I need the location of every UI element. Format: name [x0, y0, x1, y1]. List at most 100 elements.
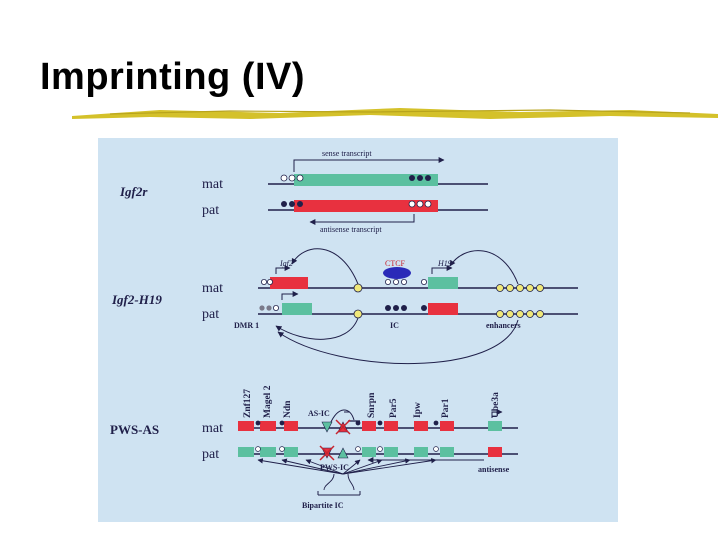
unmethylated-cpg — [378, 447, 383, 452]
unmethylated-cpg — [385, 279, 390, 284]
h19-mat-box — [428, 277, 458, 289]
gene-par5-label: Par5 — [389, 398, 399, 418]
pws-as-pat-label: pat — [202, 447, 219, 462]
igf2-h19-gene-label: Igf2-H19 — [111, 292, 162, 307]
antisense-transcript-label: antisense transcript — [320, 225, 382, 234]
unmethylated-cpg — [401, 279, 406, 284]
pat-gene-box — [384, 447, 398, 457]
ctcf-label: CTCF — [385, 259, 406, 268]
methylated-cpg — [425, 175, 431, 181]
mat-gene-box — [238, 421, 254, 431]
igf2r-pat-label: pat — [202, 203, 219, 218]
h19-pat-box — [428, 303, 458, 315]
methylated-cpg — [297, 201, 303, 207]
methylated-cpg — [401, 305, 407, 311]
methylated-cpg — [393, 305, 399, 311]
methylated-cpg — [385, 305, 391, 311]
igf2-pat-box — [282, 303, 312, 315]
mat-gene-box — [284, 421, 298, 431]
mat-gene-box — [414, 421, 428, 431]
insulator-element — [354, 284, 362, 292]
unmethylated-cpg — [267, 279, 272, 284]
bipartite-ic-label: Bipartite IC — [302, 501, 344, 510]
igf2-h19-mat-label: mat — [202, 281, 223, 296]
mat-gene-box — [440, 421, 454, 431]
pat-gene-box — [284, 447, 298, 457]
igf2r-pat-red-box — [294, 200, 438, 212]
igf2r-mat-green-box — [294, 174, 438, 186]
enhancer — [497, 311, 504, 318]
pws-as-gene-label: PWS-AS — [110, 422, 159, 437]
figure-background — [98, 138, 618, 522]
unmethylated-cpg — [273, 305, 278, 310]
unmethylated-cpg — [417, 201, 423, 207]
methylated-cpg — [434, 421, 439, 426]
enhancer — [537, 285, 544, 292]
imprinting-figure: Igf2r mat pat sense transcript antisense… — [98, 138, 618, 522]
enhancer — [537, 311, 544, 318]
methylated-cpg — [256, 421, 261, 426]
methylated-cpg — [280, 421, 285, 426]
sense-transcript-label: sense transcript — [322, 149, 372, 158]
gene-magel2-label: Magel 2 — [263, 385, 273, 418]
igf2-label: Igf2 — [279, 259, 293, 268]
igf2r-gene-label: Igf2r — [119, 184, 148, 199]
pat-gene-box — [260, 447, 276, 457]
pws-antisense-label: antisense — [478, 465, 510, 474]
unmethylated-cpg — [425, 201, 431, 207]
dmr1-cpg — [259, 305, 264, 310]
gene-ipw-label: Ipw — [413, 402, 423, 418]
pws-as-mat-label: mat — [202, 421, 223, 436]
methylated-cpg — [417, 175, 423, 181]
methylated-cpg — [289, 201, 295, 207]
igf2-h19-pat-label: pat — [202, 307, 219, 322]
unmethylated-cpg — [421, 279, 426, 284]
unmethylated-cpg — [289, 175, 295, 181]
as-ic-label: AS-IC — [308, 409, 330, 418]
insulator-element — [354, 310, 362, 318]
enhancer — [497, 285, 504, 292]
methylated-cpg — [421, 305, 427, 311]
unmethylated-cpg — [409, 201, 415, 207]
unmethylated-cpg — [280, 447, 285, 452]
ube3a-mat-box — [488, 421, 502, 431]
dmr1-cpg — [266, 305, 271, 310]
mat-gene-box — [260, 421, 276, 431]
mat-gene-box — [384, 421, 398, 431]
methylated-cpg — [356, 421, 361, 426]
unmethylated-cpg — [281, 175, 287, 181]
h19-label: H19 — [437, 259, 452, 268]
enhancer — [517, 285, 524, 292]
methylated-cpg — [409, 175, 415, 181]
unmethylated-cpg — [297, 175, 303, 181]
enhancer — [527, 311, 534, 318]
gene-snrpn-label: Snrpn — [367, 392, 377, 418]
mat-gene-box — [362, 421, 376, 431]
igf2-mat-box — [270, 277, 308, 289]
pat-gene-box — [414, 447, 428, 457]
unmethylated-cpg — [356, 447, 361, 452]
title-underline — [70, 104, 720, 122]
gene-znf127-label: Znf127 — [243, 389, 253, 418]
ctcf-protein — [383, 267, 411, 279]
unmethylated-cpg — [256, 447, 261, 452]
ube3a-pat-box — [488, 447, 502, 457]
enhancer — [507, 285, 514, 292]
unmethylated-cpg — [261, 279, 266, 284]
igf2r-mat-label: mat — [202, 177, 223, 192]
pat-gene-box — [440, 447, 454, 457]
enhancer — [527, 285, 534, 292]
ic-label: IC — [390, 321, 399, 330]
methylated-cpg — [281, 201, 287, 207]
gene-par1-label: Par1 — [441, 398, 451, 418]
pat-gene-box — [362, 447, 376, 457]
unmethylated-cpg — [393, 279, 398, 284]
gene-ndn-label: Ndn — [283, 400, 293, 418]
dmr1-label: DMR 1 — [234, 321, 259, 330]
enhancer — [507, 311, 514, 318]
methylated-cpg — [378, 421, 383, 426]
slide-title: Imprinting (IV) — [40, 56, 305, 99]
unmethylated-cpg — [434, 447, 439, 452]
pat-gene-box — [238, 447, 254, 457]
enhancer — [517, 311, 524, 318]
